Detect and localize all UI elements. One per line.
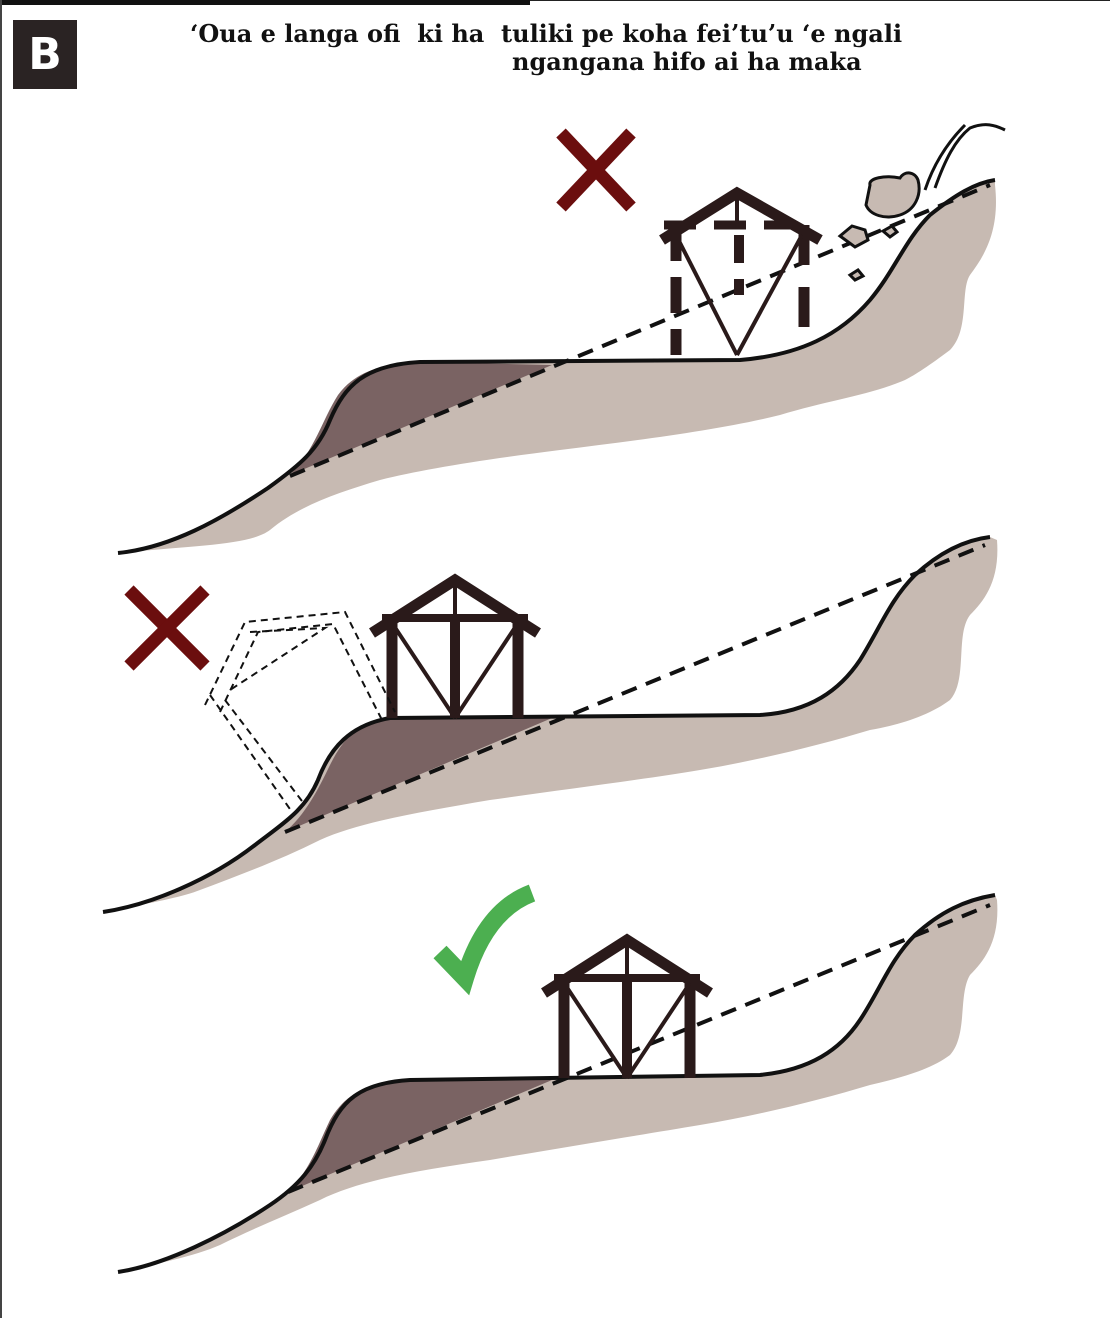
cross-icon [561,133,631,207]
damaged-house [662,193,820,355]
cross-icon [129,590,205,666]
house-on-cut [544,940,710,1078]
checkmark-icon [440,893,532,978]
scenario-middle [103,537,997,912]
house-on-fill [372,580,538,718]
scenario-bottom [118,893,997,1272]
scenario-top [118,125,1005,553]
